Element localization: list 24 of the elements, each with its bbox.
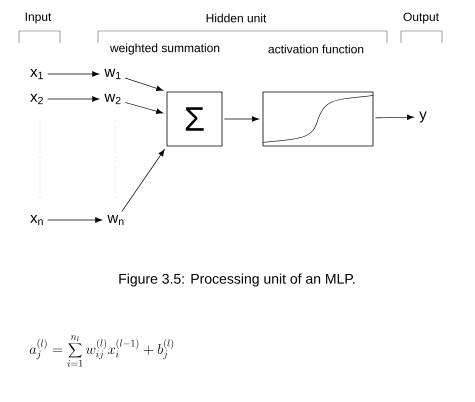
arrow — [47, 71, 100, 77]
weight: w$_{2}$ — [104, 94, 121, 104]
summation-box: Σ — [166, 92, 222, 146]
arrow — [121, 149, 165, 212]
weight: w$_{n}$ — [107, 214, 124, 226]
arrow — [375, 114, 414, 120]
weight: w$_{1}$ — [104, 68, 121, 80]
section-heading: Hidden unit — [206, 14, 266, 22]
arrow — [224, 116, 260, 122]
activation-box — [262, 92, 374, 146]
output-variable: y — [419, 111, 427, 122]
stage-label: weighted summation — [110, 43, 220, 55]
input-variable: x$_{2}$ — [30, 94, 43, 104]
section-heading: Input — [26, 12, 52, 24]
stage-label: activation function — [268, 44, 364, 54]
arrow — [124, 78, 164, 92]
section-heading: Output — [404, 12, 439, 24]
arrow — [47, 96, 100, 102]
arrow — [47, 217, 102, 223]
input-variable: x$_{1}$ — [30, 68, 43, 80]
arrow — [124, 102, 164, 114]
input-variable: x$_{n}$ — [30, 214, 43, 226]
caption: Figure 3.5: Processing unit of an MLP. — [119, 273, 354, 287]
formula: $a_j^{(l)} = \sum_{i=1}^{n_l} w_{ij}^{(l)} x_i^{(l-1)} + b_j^{(l)}$ — [30, 335, 174, 367]
